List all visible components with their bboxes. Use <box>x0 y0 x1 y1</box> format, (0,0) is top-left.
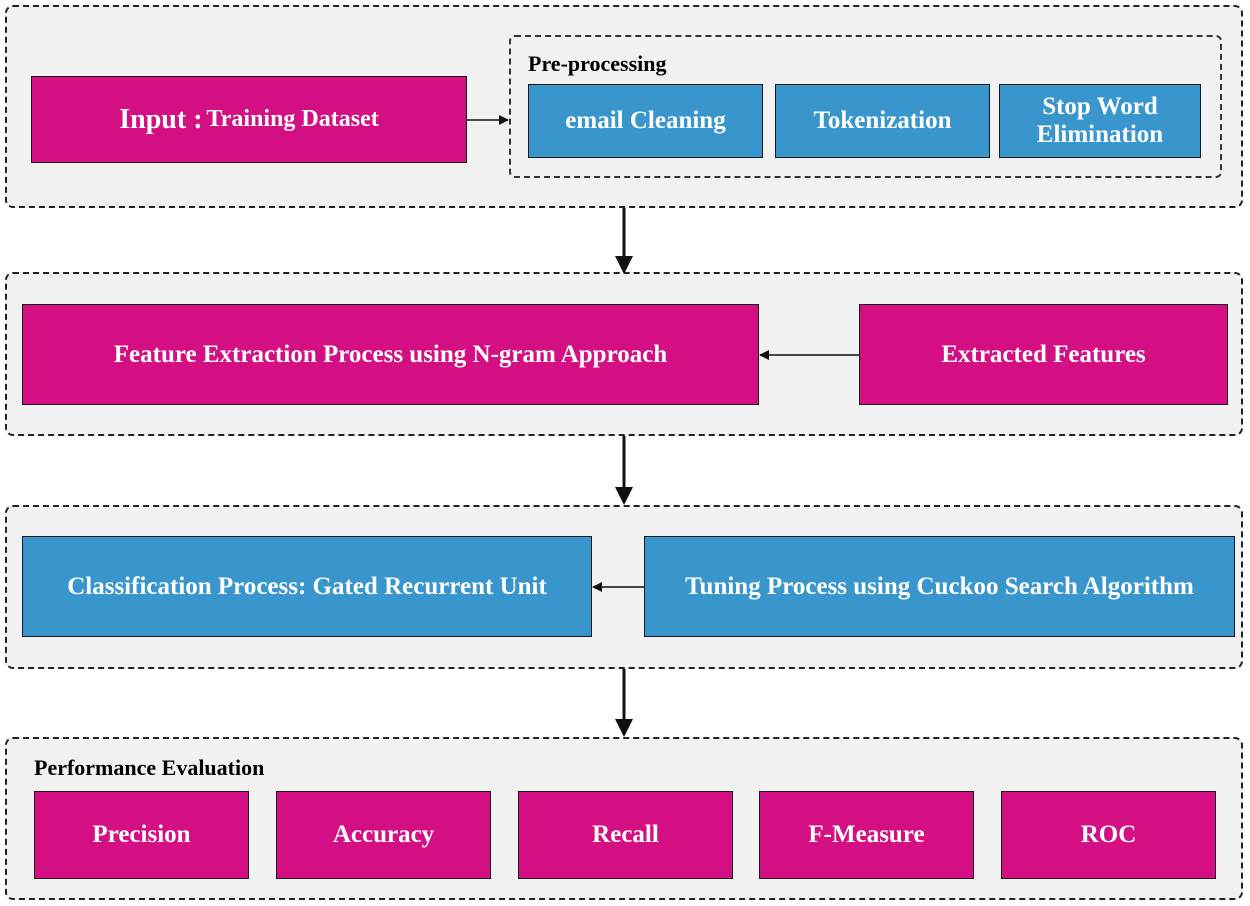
metric-accuracy-box: Accuracy <box>276 791 491 879</box>
input-prefix: Input : <box>119 103 203 135</box>
input-label: Training Dataset <box>206 106 379 133</box>
email-cleaning-box: email Cleaning <box>528 84 763 158</box>
input-training-dataset-box: Input : Training Dataset <box>31 76 467 163</box>
metric-roc-box: ROC <box>1001 791 1216 879</box>
performance-evaluation-title: Performance Evaluation <box>34 755 265 780</box>
preprocessing-title: Pre-processing <box>528 51 667 76</box>
extracted-features-box: Extracted Features <box>859 304 1228 405</box>
metric-precision-box: Precision <box>34 791 249 879</box>
stop-word-elimination-box: Stop Word Elimination <box>999 84 1201 158</box>
classification-box: Classification Process: Gated Recurrent … <box>22 536 592 637</box>
metric-recall-box: Recall <box>518 791 733 879</box>
tuning-box: Tuning Process using Cuckoo Search Algor… <box>644 536 1235 637</box>
tokenization-box: Tokenization <box>775 84 990 158</box>
metric-f-measure-box: F-Measure <box>759 791 974 879</box>
feature-extraction-box: Feature Extraction Process using N-gram … <box>22 304 759 405</box>
